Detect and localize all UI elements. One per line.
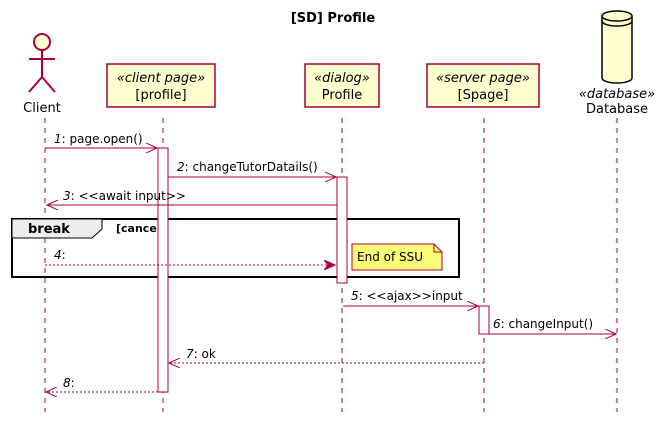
- participant-stereotype: «client page»: [117, 71, 205, 86]
- message-8: 8:: [46, 376, 158, 392]
- message-3: 3: <<await input>>: [47, 189, 337, 205]
- participant-stereotype: «dialog»: [314, 71, 370, 86]
- svg-text:6: changeInput(): 6: changeInput(): [493, 317, 593, 331]
- participant-label: [profile]: [135, 88, 186, 103]
- message-2: 2: changeTutorDatails(): [168, 160, 336, 177]
- participant-spage: «server page» [Spage]: [426, 63, 540, 108]
- message-7: 7: ok: [169, 347, 484, 363]
- database-icon: [601, 10, 633, 84]
- activation-dialog: [336, 176, 348, 284]
- message-4: 4:: [45, 248, 335, 265]
- activations: [157, 147, 490, 393]
- actor-icon: [28, 33, 56, 93]
- participant-label: [Spage]: [458, 88, 509, 103]
- participant-label: Profile: [322, 88, 362, 103]
- svg-text:1: page.open(): 1: page.open(): [54, 132, 143, 146]
- svg-text:2: changeTutorDatails(): 2: changeTutorDatails(): [177, 160, 318, 174]
- break-fragment: break [cancel]: [11, 218, 460, 278]
- participant-label: Database: [586, 102, 648, 117]
- participant-profile-page: «client page» [profile]: [106, 63, 216, 108]
- message-1: 1: page.open(): [45, 132, 157, 148]
- svg-text:7: ok: 7: ok: [186, 347, 216, 361]
- participant-client: Client: [23, 33, 61, 116]
- note-text: End of SSU: [357, 250, 423, 264]
- message-5: 5: <<ajax>>input: [343, 289, 478, 306]
- message-6: 6: changeInput(): [489, 317, 616, 334]
- note-end-of-ssu: End of SSU: [351, 243, 443, 271]
- activation-spage: [478, 305, 490, 335]
- activation-profile-page: [157, 147, 169, 393]
- participant-stereotype: «database»: [579, 87, 655, 102]
- svg-text:8:: 8:: [63, 376, 75, 390]
- svg-text:3: <<await input>>: 3: <<await input>>: [63, 189, 186, 203]
- svg-text:5: <<ajax>>input: 5: <<ajax>>input: [351, 289, 463, 303]
- participant-database: «database» Database: [579, 10, 655, 117]
- participant-label: Client: [23, 101, 61, 116]
- diagram-title: [SD] Profile: [291, 11, 376, 26]
- fragment-guard: [cancel]: [116, 222, 166, 235]
- fragment-keyword: break: [28, 222, 70, 237]
- svg-text:4:: 4:: [54, 248, 66, 262]
- participant-stereotype: «server page»: [436, 71, 530, 86]
- participant-dialog: «dialog» Profile: [304, 63, 380, 108]
